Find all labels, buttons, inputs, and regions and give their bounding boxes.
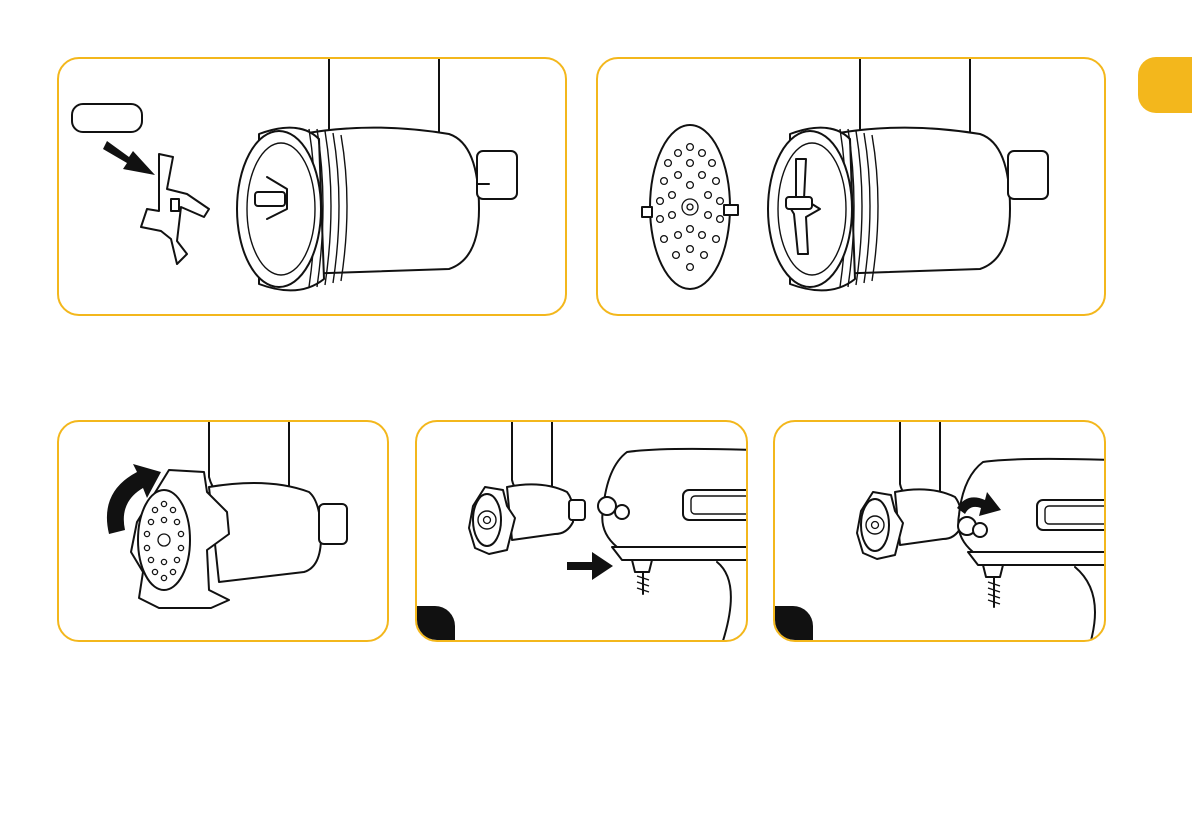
insert-mixer-illustration: [417, 422, 748, 642]
panel-tighten-knob: [773, 420, 1106, 642]
grinder-blade-illustration: [59, 59, 567, 316]
arrow-right-icon: [567, 552, 613, 580]
tighten-ring-illustration: [59, 422, 389, 642]
panel-insert-into-mixer: [415, 420, 748, 642]
grinding-plate-icon: [642, 125, 738, 289]
panel-install-blade: [57, 57, 567, 316]
arrow-right-icon: [103, 141, 155, 175]
blade-icon: [141, 154, 209, 264]
section-tab: [1138, 57, 1192, 113]
panel-install-plate: [596, 57, 1106, 316]
panel-tighten-ring: [57, 420, 389, 642]
grinding-plate-illustration: [598, 59, 1106, 316]
tighten-knob-illustration: [775, 422, 1106, 642]
